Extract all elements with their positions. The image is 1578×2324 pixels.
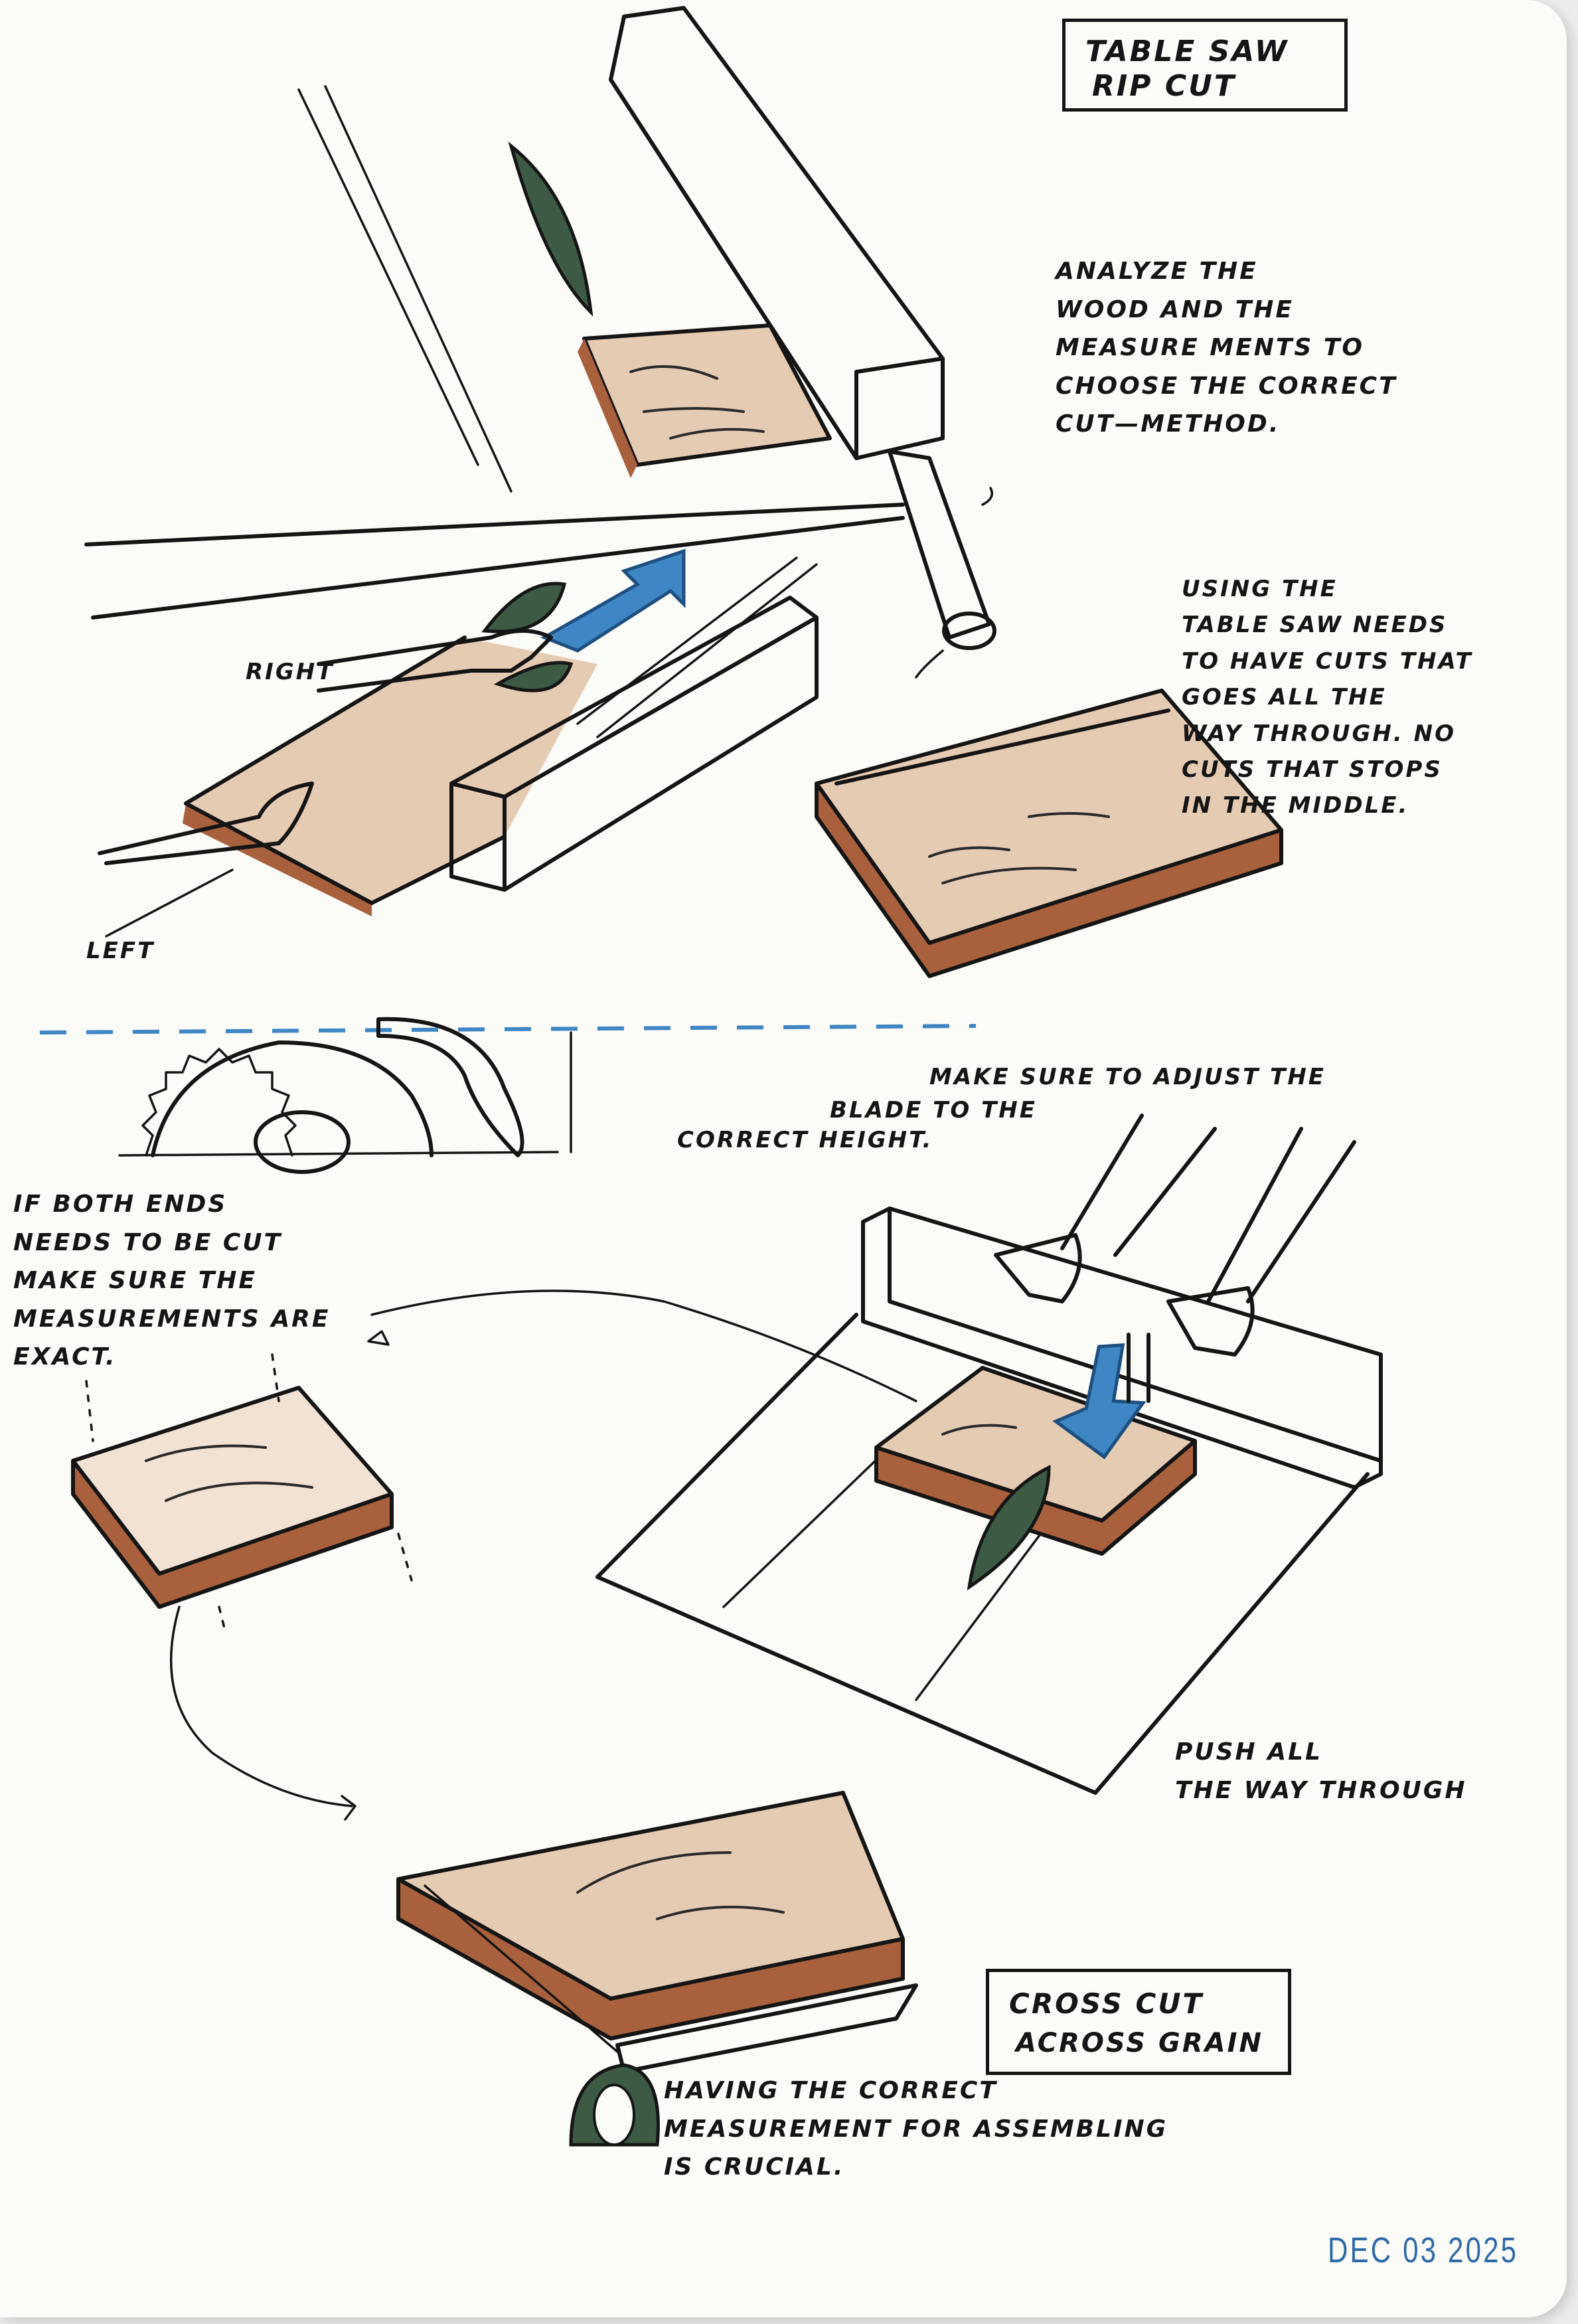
cross-cut-line-2: ACROSS GRAIN: [1016, 2022, 1263, 2064]
label-left: LEFT: [86, 933, 155, 969]
note-analyze-wood: ANALYZE THE WOOD AND THE MEASURE MENTS T…: [1056, 252, 1397, 444]
note-using-table-saw: USING THE TABLE SAW NEEDS TO HAVE CUTS T…: [1182, 571, 1473, 824]
rip-cut-blade-top: [511, 146, 591, 312]
cross-cut-line-1: CROSS CUT: [1009, 1981, 1204, 2026]
rip-cut-board-top: [578, 325, 830, 478]
rip-cut-fence-arm: [86, 8, 994, 677]
label-right: RIGHT: [246, 654, 334, 690]
cross-cut-sled-scene: [597, 1116, 1381, 1793]
note-adjust-blade-3: CORRECT HEIGHT.: [677, 1122, 933, 1158]
cross-cut-box: CROSS CUT ACROSS GRAIN: [986, 1969, 1291, 2075]
date-stamp: DEC 03 2025: [1328, 2230, 1518, 2271]
note-adjust-blade-1: MAKE SURE TO ADJUST THE: [929, 1059, 1326, 1095]
note-both-ends: IF BOTH ENDS NEEDS TO BE CUT MAKE SURE T…: [13, 1185, 331, 1376]
title-line-2: RIP CUT: [1092, 63, 1236, 110]
rip-cut-push-scene: [100, 551, 817, 936]
title-box: TABLE SAW RIP CUT: [1062, 19, 1348, 112]
note-having-correct-measurement: HAVING THE CORRECT MEASUREMENT FOR ASSEM…: [664, 2072, 1168, 2187]
note-push-through: PUSH ALL THE WAY THROUGH: [1175, 1733, 1467, 1809]
